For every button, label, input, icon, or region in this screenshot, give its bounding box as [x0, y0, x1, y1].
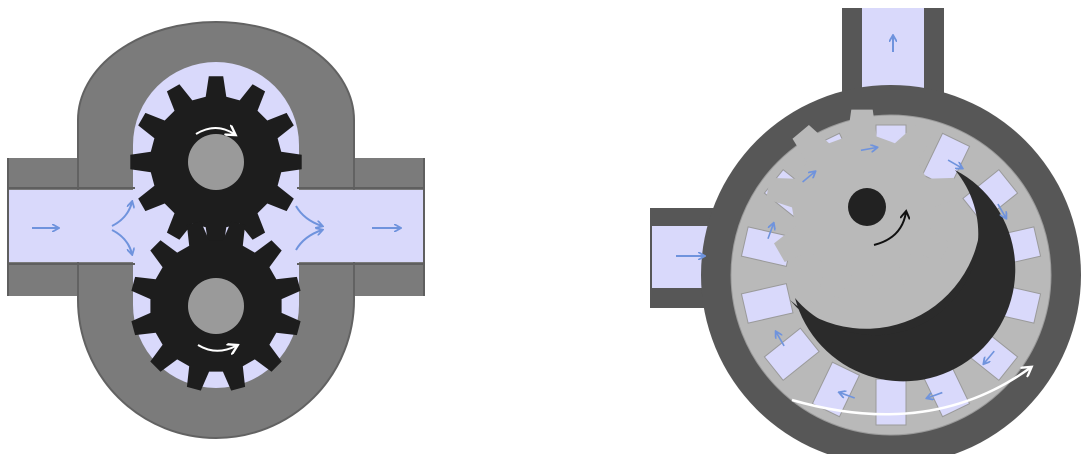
inlet-fluid [8, 190, 144, 262]
external-gear-pump [8, 22, 424, 438]
internal-gear-pump [650, 8, 1081, 454]
lower-gear-hub [188, 278, 244, 334]
outlet-fluid [288, 190, 424, 262]
rotor-slot [876, 379, 906, 425]
upper-gear-hub [188, 134, 244, 190]
shaft-hole [848, 188, 886, 226]
